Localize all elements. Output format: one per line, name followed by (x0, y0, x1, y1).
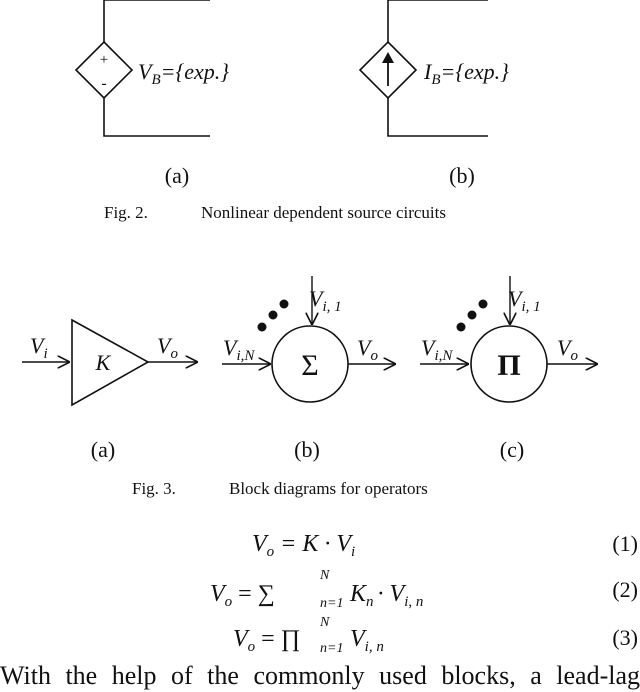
equation-number: (1) (612, 531, 638, 556)
svg-text:Vi, n: Vi, n (350, 626, 384, 655)
ellipsis-dot (467, 310, 477, 320)
gain-output-label: Vo (157, 333, 178, 362)
source-a-label: VB={exp.} (138, 59, 229, 88)
sum-lower-limit: n=1 (320, 596, 343, 611)
ellipsis-dot (268, 310, 278, 320)
fig3-sublabel-c: (c) (500, 437, 524, 462)
pi-symbol: Π (497, 349, 520, 382)
sum-left-input-label: Vi,N (223, 335, 255, 364)
dependent-source-diamond (358, 40, 418, 100)
product-output-label: Vo (557, 335, 578, 364)
product-upper-limit: N (319, 615, 330, 630)
ellipsis-dot (279, 299, 289, 309)
fig2-caption-text: Nonlinear dependent source circuits (201, 203, 446, 222)
dependent-source-diamond (74, 40, 134, 100)
fig2-voltage-source: + - VB={exp.} (74, 0, 229, 137)
gain-input-label: Vi (30, 333, 48, 362)
fig2-sublabel-b: (b) (449, 163, 475, 188)
sum-output-label: Vo (357, 335, 378, 364)
gain-symbol: K (95, 350, 112, 375)
fig2-current-source: IB={exp.} (358, 0, 509, 137)
gain-triangle (71, 318, 150, 407)
svg-text:Vo= K · Vi: Vo= K · Vi (252, 531, 355, 560)
source-b-label: IB={exp.} (423, 59, 509, 88)
product-block: Vi, 1 Vi,N Π Vo (420, 276, 598, 403)
fig3-sublabel-b: (b) (294, 437, 320, 462)
plus-sign: + (100, 52, 108, 68)
equation-1: Vo= K · Vi (1) (252, 531, 638, 560)
sum-upper-limit: N (319, 568, 330, 583)
ellipsis-dot (456, 322, 466, 332)
ellipsis-dot (478, 299, 488, 309)
equation-number: (2) (612, 577, 638, 602)
equation-number: (3) (612, 625, 638, 650)
fig3-caption-number: Fig. 3. (132, 479, 176, 498)
minus-sign: - (101, 75, 106, 92)
fig3-caption-text: Block diagrams for operators (229, 479, 428, 498)
equation-3: Vo= ∏ N n=1 Vi, n (3) (233, 615, 638, 656)
product-left-input-label: Vi,N (421, 335, 453, 364)
gain-block: Vi K Vo (22, 318, 198, 407)
fig2-sublabel-a: (a) (165, 163, 189, 188)
fig2-caption-number: Fig. 2. (104, 203, 148, 222)
svg-text:Vo= ∏: Vo= ∏ (233, 626, 300, 655)
body-paragraph: With the help of the commonly used block… (0, 661, 640, 690)
svg-text:Vo= ∑: Vo= ∑ (210, 581, 275, 610)
svg-text:Kn· Vi, n: Kn· Vi, n (349, 581, 423, 610)
ellipsis-dot (257, 322, 267, 332)
sigma-symbol: Σ (301, 349, 318, 382)
sum-top-input-label: Vi, 1 (309, 286, 342, 315)
fig3-sublabel-a: (a) (91, 437, 115, 462)
product-top-input-label: Vi, 1 (508, 286, 541, 315)
summation-block: Vi, 1 Vi,N Σ Vo (222, 276, 396, 403)
arrow-up-icon (382, 52, 394, 63)
product-lower-limit: n=1 (320, 641, 343, 656)
equation-2: Vo= ∑ N n=1 Kn· Vi, n (2) (210, 568, 638, 611)
